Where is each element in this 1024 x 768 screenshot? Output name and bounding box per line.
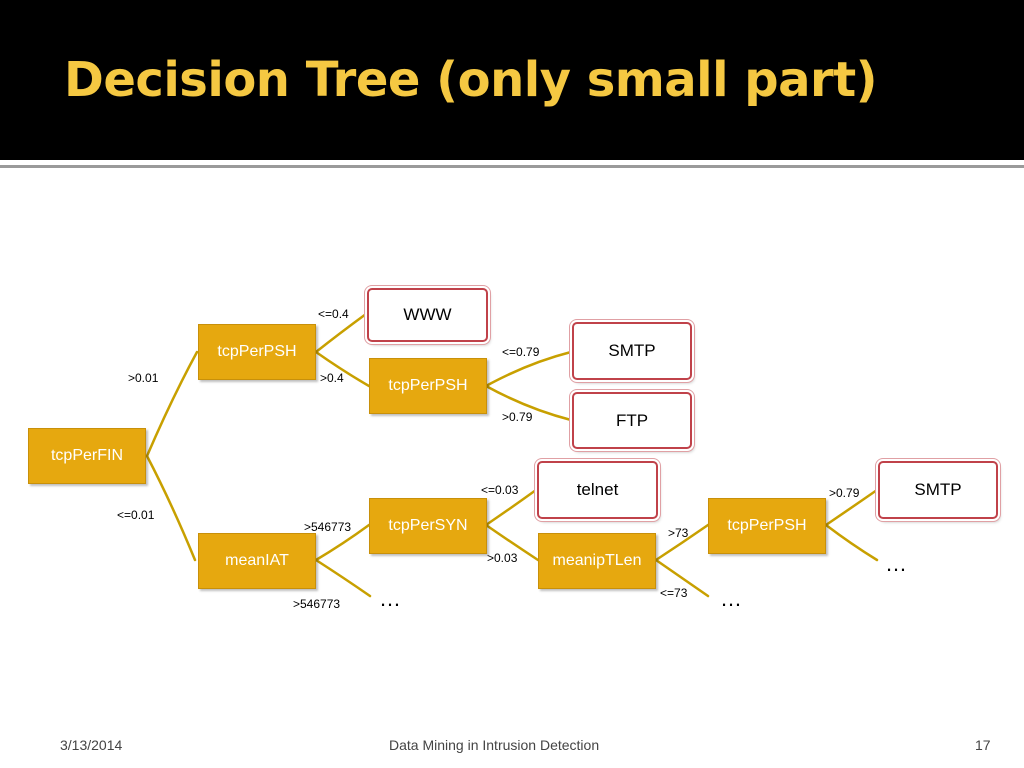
footer-date: 3/13/2014 — [60, 737, 123, 753]
edge-label-n1-n2: >0.4 — [320, 371, 344, 385]
ellipsis-tcpperpsh: … — [885, 551, 907, 576]
node-tcpperpsh-1: tcpPerPSH — [198, 324, 316, 380]
leaf-smtp-2: SMTP — [878, 461, 998, 519]
edge-n1-n2 — [314, 350, 371, 388]
slide-body: tcpPerFIN tcpPerPSH WWW tcpPerPSH SMTP F… — [0, 168, 1024, 768]
edge-label-n1-www: <=0.4 — [318, 307, 349, 321]
slide-header: Decision Tree (only small part) — [0, 0, 1024, 160]
node-root-tcpperfin: tcpPerFIN — [28, 428, 146, 484]
node-meaniptlen: meanipTLen — [538, 533, 656, 589]
header-divider-shadow — [0, 165, 1024, 168]
edge-label-n5-ellipsis: <=73 — [660, 586, 688, 600]
edge-label-n2-ftp: >0.79 — [502, 410, 533, 424]
edge-label-root-n3: <=0.01 — [117, 508, 155, 522]
edge-label-n6-smtp: >0.79 — [829, 486, 860, 500]
footer-title: Data Mining in Intrusion Detection — [389, 737, 600, 753]
node-tcppersyn: tcpPerSYN — [369, 498, 487, 554]
edge-label-n4-n5: >0.03 — [487, 551, 518, 565]
leaf-www: WWW — [367, 288, 488, 342]
leaf-smtp-1: SMTP — [572, 322, 692, 380]
edge-label-n2-smtp: <=0.79 — [502, 345, 540, 359]
leaf-ftp: FTP — [572, 392, 692, 449]
edge-n2-ftp — [484, 384, 573, 422]
edge-n3-n4 — [314, 523, 371, 562]
edge-n6-ellipsis — [824, 523, 879, 562]
edge-root-n1 — [145, 350, 199, 458]
edge-n1-www — [314, 312, 368, 354]
slide-title: Decision Tree (only small part) — [64, 52, 878, 108]
footer-page-number: 17 — [975, 737, 991, 753]
edge-n4-telnet — [484, 488, 538, 527]
node-tcpperpsh-2: tcpPerPSH — [369, 358, 487, 414]
tree-edges — [145, 312, 879, 598]
edge-n2-smtp — [484, 350, 573, 388]
edge-n3-ellipsis — [314, 558, 372, 598]
edge-label-n3-ellipsis: >546773 — [293, 597, 341, 611]
edge-root-n3 — [145, 454, 197, 562]
edge-n5-ellipsis — [654, 558, 710, 598]
node-tcpperpsh-3: tcpPerPSH — [708, 498, 826, 554]
edge-label-n5-n6: >73 — [668, 526, 689, 540]
edge-label-n3-n4: >546773 — [304, 520, 352, 534]
ellipsis-meaniptlen: … — [720, 586, 742, 611]
edge-label-n4-telnet: <=0.03 — [481, 483, 519, 497]
edge-n5-n6 — [654, 523, 710, 562]
leaf-telnet: telnet — [537, 461, 658, 519]
ellipsis-meaniat: … — [379, 586, 401, 611]
edge-label-root-n1: >0.01 — [128, 371, 159, 385]
node-meaniat: meanIAT — [198, 533, 316, 589]
edge-n4-n5 — [484, 523, 540, 562]
edge-n6-smtp — [824, 488, 879, 527]
header-divider — [0, 160, 1024, 165]
